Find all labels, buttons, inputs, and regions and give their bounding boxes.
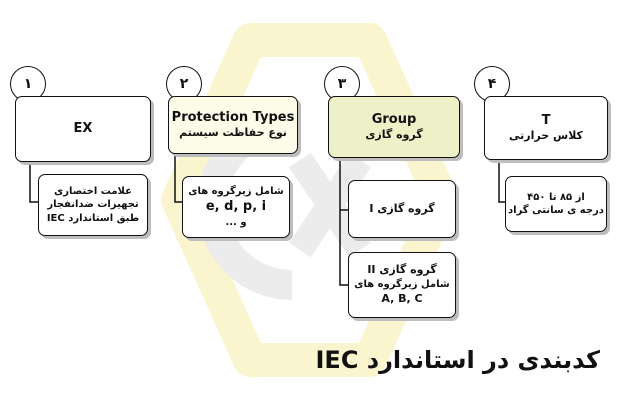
detail-line: علامت اختصاری bbox=[54, 185, 132, 197]
detail-line: از ۸۵ تا ۴۵۰ bbox=[527, 191, 585, 203]
detail-box-gas-group-2: گروه گازی II شامل زیرگروه های A, B, C bbox=[348, 252, 456, 318]
header-box-temperature-class: T کلاس حرارتی bbox=[484, 96, 608, 160]
header-title-protection-types: Protection Types bbox=[171, 109, 295, 125]
detail-line: A, B, C bbox=[381, 291, 423, 305]
detail-line: طبق استاندارد IEC bbox=[46, 212, 140, 224]
detail-box-gas-group-1: گروه گازی I bbox=[348, 180, 456, 238]
detail-line: گروه گازی II bbox=[367, 263, 437, 277]
detail-line: e, d, p, i bbox=[205, 199, 267, 215]
detail-line: گروه گازی I bbox=[369, 201, 435, 215]
header-title-group: Group bbox=[371, 111, 417, 127]
detail-line: درجه ی سانتی گراد bbox=[508, 205, 604, 216]
header-title-ex: EX bbox=[73, 121, 93, 137]
header-box-protection-types: Protection Types نوع حفاظت سیستم bbox=[168, 96, 298, 154]
header-title-temperature-class: T bbox=[541, 112, 551, 128]
detail-line: تجهیزات ضدانفجار bbox=[47, 199, 139, 211]
header-box-group: Group گروه گازی bbox=[328, 96, 460, 158]
header-box-ex: EX bbox=[15, 96, 151, 162]
header-subtitle-protection-types: نوع حفاظت سیستم bbox=[179, 126, 287, 140]
detail-line: شامل زیرگروه های bbox=[354, 279, 450, 291]
header-subtitle-temperature-class: کلاس حرارتی bbox=[509, 129, 583, 143]
detail-box-ex: علامت اختصاری تجهیزات ضدانفجار طبق استان… bbox=[38, 174, 148, 236]
diagram-caption: کدبندی در استاندارد IEC bbox=[315, 346, 601, 374]
header-subtitle-group: گروه گازی bbox=[365, 128, 423, 142]
detail-line: شامل زیرگروه های bbox=[188, 185, 284, 197]
detail-box-protection-types: شامل زیرگروه های e, d, p, i و ... bbox=[182, 176, 290, 238]
detail-box-temperature-class: از ۸۵ تا ۴۵۰ درجه ی سانتی گراد bbox=[505, 176, 607, 232]
detail-line: و ... bbox=[225, 216, 247, 228]
